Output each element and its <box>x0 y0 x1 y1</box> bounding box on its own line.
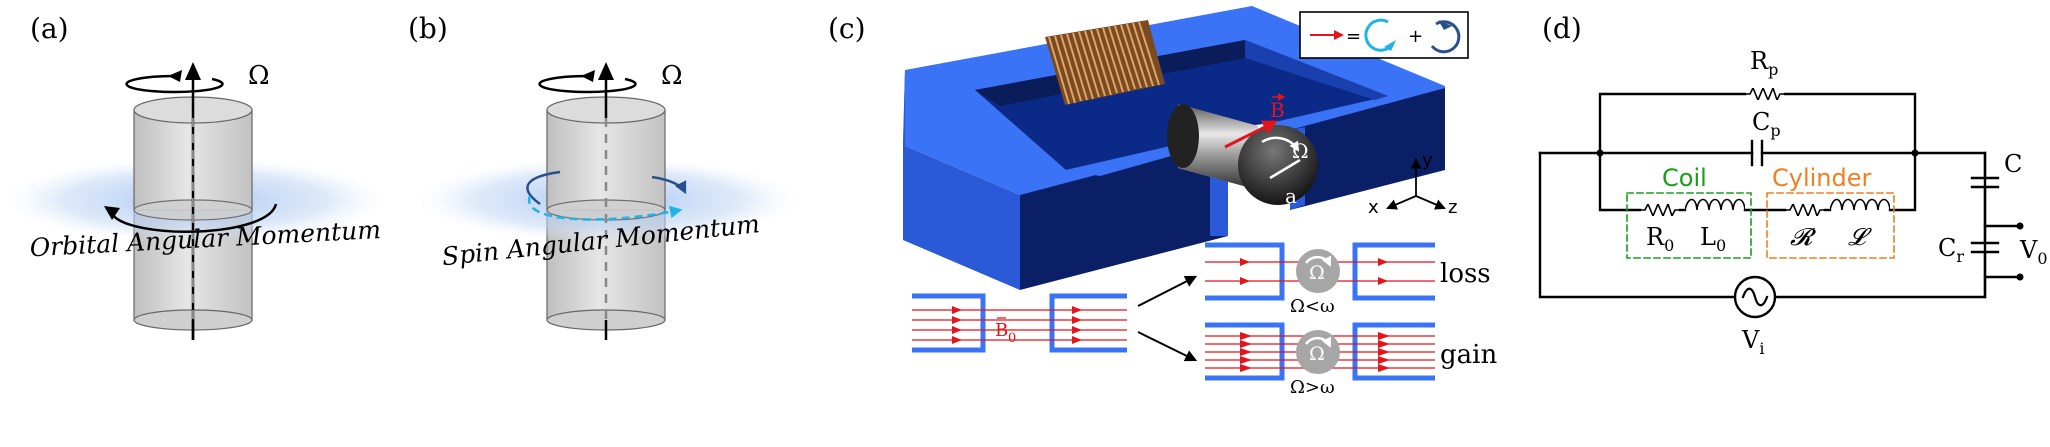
loss-omega-label: Ω <box>1309 262 1325 284</box>
legend-equals: = <box>1346 26 1361 47</box>
ac-source-icon <box>1733 275 1777 319</box>
label-vi: Vi <box>1741 326 1764 358</box>
panel-c: (c) <box>828 6 1497 398</box>
label-cylinder: Cylinder <box>1772 164 1872 192</box>
label-v0: V0 <box>2019 236 2048 268</box>
radius-label: a <box>1285 184 1297 208</box>
label-coil: Coil <box>1662 164 1707 192</box>
panel-b-label: (b) <box>408 12 448 45</box>
loss-condition: Ω<ω <box>1290 296 1335 317</box>
axis-arrow-icon-b <box>598 62 614 80</box>
loss-schematic: Ω Ω<ω loss <box>1205 242 1491 317</box>
panel-d-label: (d) <box>1542 12 1582 45</box>
resistor-rp-icon <box>1745 88 1785 100</box>
orbital-arrow-icon <box>104 203 278 233</box>
label-c: C <box>2004 150 2022 178</box>
rotation-arrow-icon-a <box>125 70 224 94</box>
branch-arrow-loss <box>1137 275 1198 307</box>
source-field-sub: 0 <box>1008 331 1016 346</box>
source-field-label: B <box>995 320 1008 341</box>
label-r0: R0 <box>1646 223 1674 255</box>
coil-winding <box>1045 20 1165 105</box>
capacitor-c-icon <box>1970 176 2000 189</box>
circuit-junctions <box>1596 149 2024 281</box>
b-field-label: B <box>1270 98 1285 122</box>
cylinder-omega-label: Ω <box>1292 139 1309 163</box>
legend-plus: + <box>1408 26 1423 47</box>
label-rcal: 𝓡 <box>1790 223 1817 251</box>
panel-c-label: (c) <box>828 12 866 45</box>
resistor-r0-icon <box>1640 204 1680 216</box>
capacitor-cp-icon <box>1750 139 1764 167</box>
legend-box: = + <box>1299 11 1469 59</box>
panel-b: (b) Ω Spin Angular Momentum <box>408 12 798 340</box>
loss-label: loss <box>1440 259 1491 289</box>
panel-a-label: (a) <box>30 12 69 45</box>
panel-d: (d) <box>1538 12 2048 358</box>
gain-label: gain <box>1440 340 1497 370</box>
gain-condition: Ω>ω <box>1290 377 1335 398</box>
label-rp: Rp <box>1750 47 1778 79</box>
inductor-lcal-icon <box>1830 198 1890 211</box>
axis-arrow-icon-a <box>185 62 201 80</box>
axis-x-label: x <box>1368 197 1379 218</box>
legend-cyan-loop-icon <box>1364 18 1395 52</box>
coil-box <box>1626 192 1752 259</box>
spin-arrow-icon <box>526 170 687 221</box>
axis-z-label: z <box>1448 197 1457 218</box>
cylinder-box <box>1766 192 1895 259</box>
legend-darkblue-loop-icon <box>1430 20 1461 54</box>
label-cr: Cr <box>1938 234 1964 266</box>
branch-arrow-gain <box>1137 331 1198 362</box>
metal-cylinder: a Ω <box>1167 104 1318 208</box>
inductor-l0-icon <box>1685 198 1745 211</box>
panel-a: (a) Ω Orbital Angular Momentum <box>5 12 385 340</box>
capacitor-cr-icon <box>1970 241 2000 254</box>
label-lcal: 𝓛 <box>1848 223 1872 251</box>
b-field-arrow <box>1224 120 1278 149</box>
omega-label-b: Ω <box>661 61 683 91</box>
axis-y-label: y <box>1422 150 1433 171</box>
resistor-rcal-icon <box>1785 204 1825 216</box>
source-field-schematic: B 0 <box>912 293 1127 353</box>
omega-label-a: Ω <box>248 61 270 91</box>
gain-omega-label: Ω <box>1309 343 1325 365</box>
label-cp: Cp <box>1752 108 1781 140</box>
gain-schematic: Ω Ω>ω gain <box>1205 322 1497 398</box>
label-l0: L0 <box>1700 223 1726 255</box>
coordinate-axes: y x z <box>1368 150 1457 218</box>
rotation-arrow-icon-b <box>538 70 637 94</box>
circuit-labels: Rp Cp Coil Cylinder R0 L0 𝓡 𝓛 C Cr V0 Vi <box>1646 47 2048 358</box>
